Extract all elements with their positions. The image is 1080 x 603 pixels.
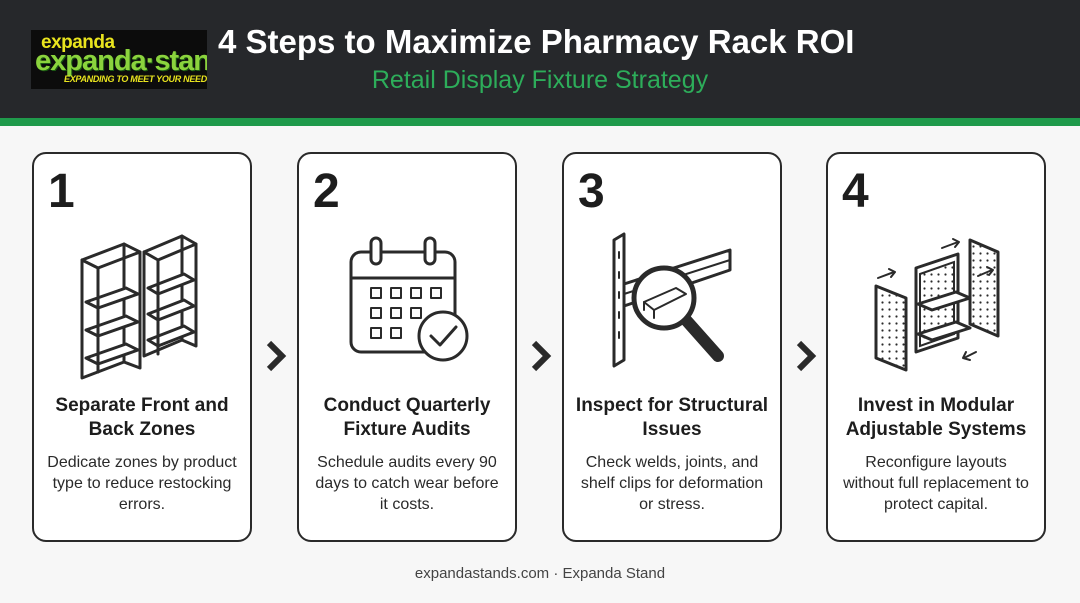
chevron-right-icon [796, 340, 817, 372]
step-number: 2 [313, 165, 340, 218]
step-card-2: 2 Conduct Quarterly Fixture Audits Sched… [297, 152, 517, 542]
logo-tagline: EXPANDING TO MEET YOUR NEEDS [64, 74, 207, 84]
brand-logo: expanda expanda·stand EXPANDING TO MEET … [31, 30, 207, 89]
chevron-right-icon [531, 340, 552, 372]
step-title: Conduct Quarterly Fixture Audits [323, 395, 491, 440]
step-title: Inspect for Structural Issues [575, 395, 769, 440]
footer-credit: expandastands.com · Expanda Stand [414, 565, 666, 582]
chevron-right-icon [266, 340, 287, 372]
step-description: Dedicate zones by product type to reduce… [47, 454, 237, 513]
step-number: 1 [48, 165, 75, 218]
modular-system-icon [874, 238, 1000, 372]
logo-line1: expanda [41, 32, 115, 53]
shelving-rack-icon [80, 234, 198, 380]
step-description: Check welds, joints, and shelf clips for… [580, 454, 764, 513]
page-subtitle: Retail Display Fixture Strategy [371, 66, 709, 94]
magnifier-inspection-icon [612, 232, 732, 368]
step-title: Separate Front and Back Zones [55, 395, 229, 440]
step-card-1: 1 Separate Front and Back Zones Dedicate… [32, 152, 252, 542]
step-card-3: 3 Inspect for Structural Issues Check we… [562, 152, 782, 542]
step-description: Reconfigure layouts without full replace… [843, 454, 1029, 513]
accent-bar [0, 118, 1080, 126]
step-card-4: 4 Invest in Modular Adjustable Systems R… [826, 152, 1046, 542]
step-number: 3 [578, 165, 605, 218]
calendar-check-icon [349, 236, 469, 362]
step-description: Schedule audits every 90 days to catch w… [315, 454, 499, 513]
page-title: 4 Steps to Maximize Pharmacy Rack ROI [218, 23, 855, 60]
step-title: Invest in Modular Adjustable Systems [845, 395, 1027, 440]
step-number: 4 [842, 165, 869, 218]
logo-line2: expanda·stand [35, 45, 207, 77]
